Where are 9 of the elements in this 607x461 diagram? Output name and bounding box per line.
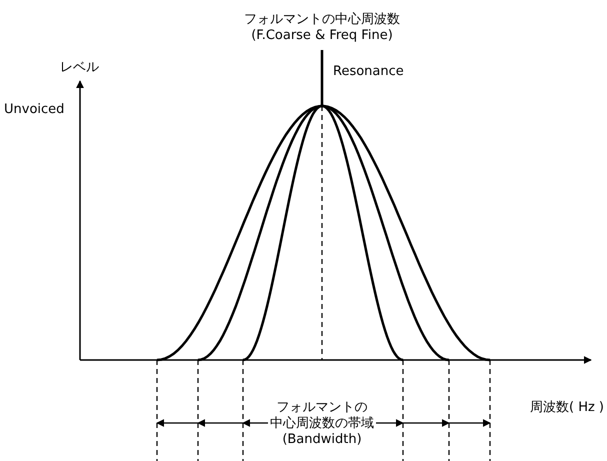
formant-center-label: フォルマントの中心周波数 [244, 12, 400, 27]
bandwidth-label: フォルマントの [276, 400, 368, 415]
formant-center-label: (F.Coarse & Freq Fine) [251, 28, 393, 43]
axis-label: レベル [60, 60, 99, 75]
axis-label: Unvoiced [4, 102, 64, 117]
bandwidth-label: 中心周波数の帯域 [268, 416, 376, 431]
resonance-label: Resonance [333, 64, 404, 79]
axis-label: 周波数( Hz ) [530, 400, 604, 415]
bandwidth-label: (Bandwidth) [282, 432, 362, 447]
